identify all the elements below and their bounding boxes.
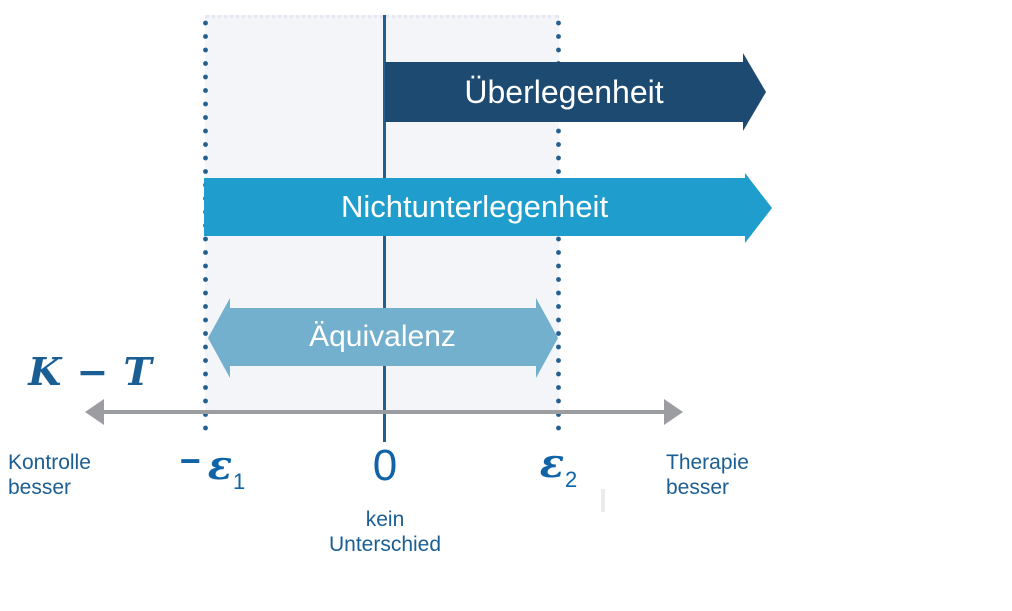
no-difference-line1: kein: [365, 508, 405, 531]
tick-epsilon2: ε2: [528, 440, 588, 492]
equivalence-arrowhead-right-icon: [536, 298, 558, 378]
superiority-arrow: Überlegenheit: [385, 53, 766, 131]
therapy-better-line2: besser: [666, 476, 730, 499]
minus-sign: −: [179, 440, 201, 481]
control-better-line2: besser: [8, 476, 72, 499]
noninferiority-arrow: Nichtunterlegenheit: [204, 173, 772, 243]
control-better-line1: Kontrolle: [8, 451, 91, 474]
no-difference-line2: Unterschied: [328, 533, 442, 556]
control-better-caption: Kontrolle besser: [8, 450, 91, 500]
epsilon1-symbol: ε: [207, 442, 233, 489]
therapy-better-caption: Therapie besser: [666, 450, 749, 500]
no-difference-caption: kein Unterschied: [315, 507, 455, 557]
stray-artifact-mark: [601, 489, 605, 512]
epsilon1-subscript: 1: [233, 469, 246, 494]
superiority-arrow-label: Überlegenheit: [385, 62, 743, 122]
axis-formula-k-minus-t: K − T: [28, 349, 153, 394]
axis-arrowhead-right-icon: [664, 399, 683, 425]
epsilon2-subscript: 2: [565, 467, 578, 492]
tick-minus-epsilon1: −ε1: [157, 440, 267, 494]
difference-axis-line: [103, 410, 666, 414]
noninferiority-arrow-label: Nichtunterlegenheit: [204, 178, 745, 236]
epsilon2-symbol: ε: [539, 440, 565, 487]
tick-zero: 0: [372, 441, 398, 490]
superiority-arrowhead-icon: [743, 53, 766, 131]
noninferiority-arrowhead-icon: [745, 173, 772, 243]
therapy-better-line1: Therapie: [666, 451, 749, 474]
axis-arrowhead-left-icon: [85, 399, 104, 425]
equivalence-arrow-label: Äquivalenz: [229, 308, 536, 366]
equivalence-arrow: Äquivalenz: [208, 298, 558, 378]
equivalence-arrowhead-left-icon: [208, 298, 230, 378]
